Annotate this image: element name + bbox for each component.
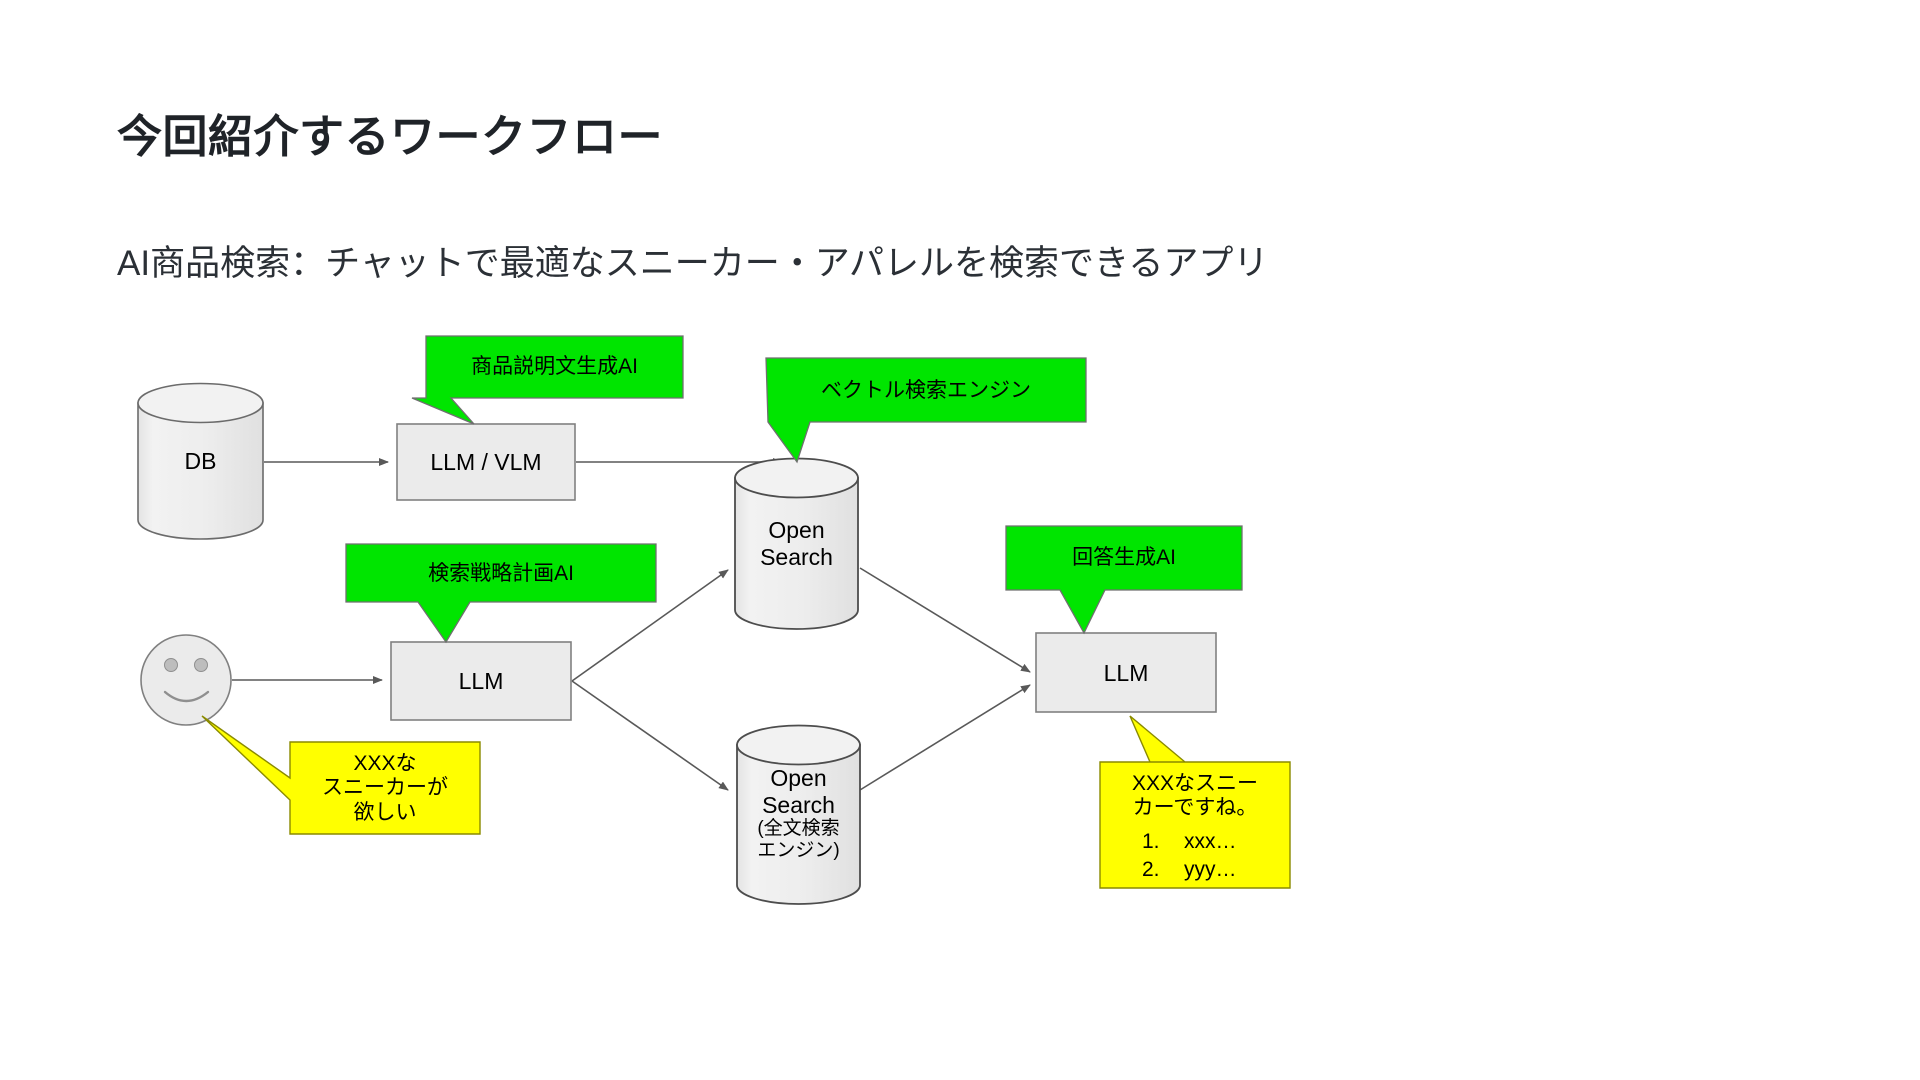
node-user-avatar[interactable] [140, 634, 232, 726]
node-opensearch-vector[interactable] [734, 457, 859, 630]
edge-llm-planner-to-opensearch-vector [571, 569, 729, 682]
callout-vector-search-engine-shape[interactable] [765, 357, 1087, 464]
edge-llm-planner-to-opensearch-fulltext [571, 680, 729, 791]
node-llm-vlm[interactable] [396, 423, 576, 501]
callout-product-description-ai-shape[interactable] [411, 335, 684, 425]
node-llm-planner[interactable] [390, 641, 572, 721]
callout-assistant-answer-shape[interactable] [1099, 715, 1291, 889]
page-subtitle: AI商品検索：チャットで最適なスニーカー・アパレルを検索できるアプリ [117, 244, 1269, 283]
callout-search-strategy-ai-shape[interactable] [345, 543, 657, 644]
node-opensearch-fulltext[interactable] [736, 724, 861, 905]
edge-opensearch-fulltext-to-llm-answer [859, 684, 1031, 791]
edge-opensearch-vector-to-llm-answer [859, 567, 1031, 673]
callout-user-query-shape[interactable] [201, 715, 481, 835]
node-llm-answer[interactable] [1035, 632, 1217, 713]
callout-answer-generation-ai-shape[interactable] [1005, 525, 1243, 635]
page-title: 今回紹介するワークフロー [117, 111, 664, 162]
node-db[interactable] [137, 382, 264, 540]
